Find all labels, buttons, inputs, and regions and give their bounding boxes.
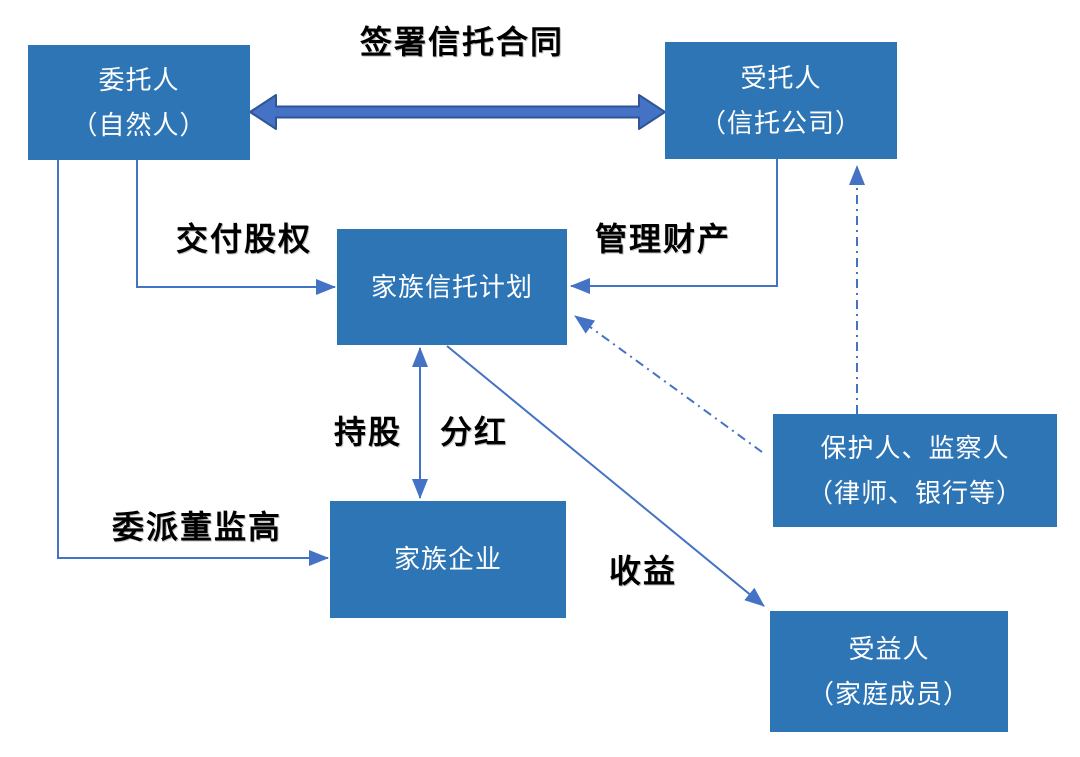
node-settlor-line1: 委托人: [98, 65, 180, 96]
node-trustee-line2: （信托公司）: [699, 107, 862, 138]
node-trust-plan-label: 家族信托计划: [370, 271, 533, 302]
edge-label-income: 收益: [609, 553, 678, 589]
edge-label-hold-shares: 持股: [334, 414, 403, 450]
deliver-equity-arrow: [136, 160, 336, 295]
edge-label-deliver-equity: 交付股权: [176, 221, 313, 257]
edge-label-dividends: 分红: [440, 414, 509, 450]
node-trustee: 受托人 （信托公司）: [665, 42, 897, 159]
income-arrow: [446, 345, 765, 607]
node-beneficiary-line1: 受益人: [848, 634, 930, 665]
node-family-business-label: 家族企业: [393, 544, 502, 575]
protector-to-trust-plan-dashdot-arrow: [574, 315, 763, 453]
node-trustee-line1: 受托人: [740, 63, 822, 94]
node-protector: 保护人、监察人 （律师、银行等）: [773, 414, 1057, 527]
node-protector-line2: （律师、银行等）: [806, 477, 1023, 508]
edge-label-manage-assets: 管理财产: [595, 221, 732, 257]
node-settlor-line2: （自然人）: [71, 109, 207, 140]
node-family-business: 家族企业: [330, 501, 566, 618]
node-protector-line1: 保护人、监察人: [820, 433, 1010, 464]
sign-trust-contract-thick-arrow: [249, 94, 666, 130]
node-beneficiary: 受益人 （家庭成员）: [770, 611, 1008, 732]
node-beneficiary-line2: （家庭成员）: [807, 678, 970, 709]
manage-assets-arrow: [570, 159, 778, 294]
edge-label-appoint-executives: 委派董监高: [112, 509, 283, 545]
appoint-executives-arrow: [57, 160, 329, 566]
node-settlor: 委托人 （自然人）: [28, 45, 250, 160]
edge-label-sign-contract: 签署信托合同: [360, 24, 565, 60]
node-trust-plan: 家族信托计划: [337, 229, 567, 345]
